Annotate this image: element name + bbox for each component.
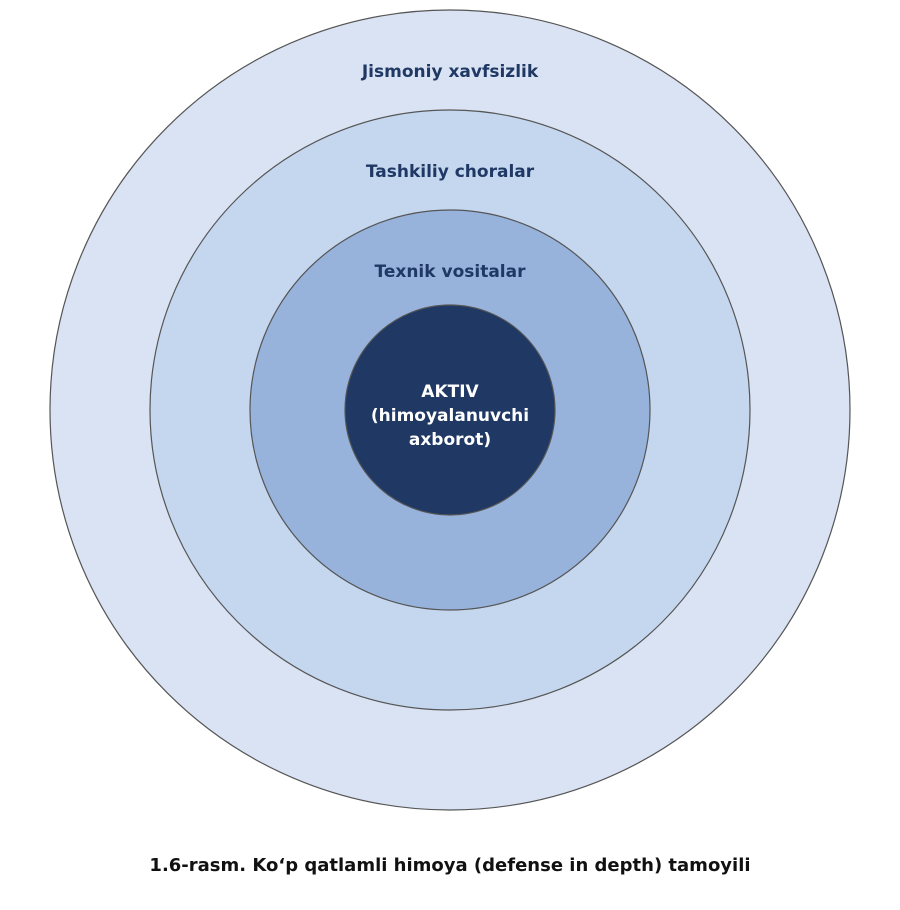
figure-caption: 1.6-rasm. Koʻp qatlamli himoya (defense … <box>149 855 751 876</box>
physical-security-label: Jismoniy xavfsizlik <box>361 62 539 82</box>
asset-core-circle <box>344 304 556 516</box>
asset-subtitle-label: (himoyalanuvchi <box>371 406 529 426</box>
technical-means-label: Texnik vositalar <box>375 262 527 282</box>
organizational-measures-label: Tashkiliy choralar <box>366 162 535 182</box>
asset-title-label: AKTIV <box>421 382 479 402</box>
asset-subtitle-label-2: axborot) <box>409 430 491 450</box>
